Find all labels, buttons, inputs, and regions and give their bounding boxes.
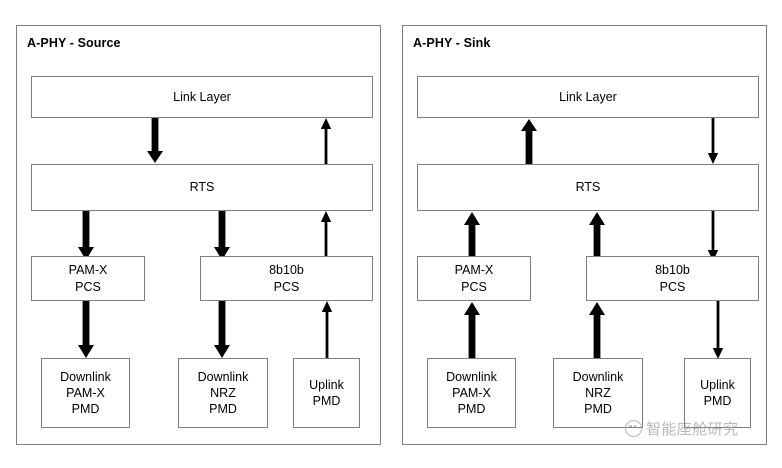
block-label-line1: Downlink <box>572 369 624 384</box>
arrow-pamx-pcs-to-downlink-pamx-pmd-source <box>76 301 96 359</box>
block-label-line2: PCS <box>659 279 686 294</box>
block-label-line2: PCS <box>461 279 487 294</box>
arrow-rts-to-link-layer-source <box>316 118 336 164</box>
arrow-pamx-pcs-to-rts-sink <box>462 211 482 261</box>
block-label-line2: PAM-X <box>452 385 491 400</box>
block-label-line1: Downlink <box>446 369 497 384</box>
block-label-line2: PMD <box>312 394 341 408</box>
block-label: RTS <box>189 180 215 195</box>
arrow-8b10b-pcs-to-rts-sink <box>587 211 607 261</box>
block-label-line2: NRZ <box>585 385 611 400</box>
block-uplink-pmd-sink: Uplink PMD <box>684 358 751 428</box>
block-label-line1: PAM-X <box>68 263 108 278</box>
block-label-line1: Downlink <box>197 369 249 384</box>
block-downlink-nrz-pmd-sink: Downlink NRZ PMD <box>553 358 643 428</box>
panel-title-sink: A-PHY - Sink <box>413 36 491 50</box>
arrow-rts-to-pamx-pcs-source <box>76 211 96 261</box>
block-8b10b-pcs-sink: 8b10b PCS <box>586 256 759 301</box>
block-8b10b-pcs-source: 8b10b PCS <box>200 256 373 301</box>
arrow-link-layer-to-rts-source <box>145 118 165 164</box>
arrow-uplink-pmd-to-8b10b-pcs-source <box>317 301 337 359</box>
block-label-line2: PMD <box>703 394 732 408</box>
arrow-rts-to-8b10b-pcs-sink <box>703 211 723 261</box>
arrow-8b10b-pcs-to-uplink-pmd-sink <box>708 301 728 359</box>
block-link-layer-sink: Link Layer <box>417 76 759 118</box>
block-label-line2: PCS <box>75 279 101 294</box>
block-rts-sink: RTS <box>417 164 759 211</box>
arrow-8b10b-pcs-to-downlink-nrz-pmd-source <box>212 301 232 359</box>
block-downlink-nrz-pmd-source: Downlink NRZ PMD <box>178 358 268 428</box>
block-label-line3: PMD <box>71 402 100 417</box>
arrow-downlink-nrz-pmd-to-8b10b-pcs-sink <box>587 301 607 359</box>
block-label-line1: 8b10b <box>269 263 304 278</box>
block-label-line2: NRZ <box>210 385 236 400</box>
arrow-8b10b-pcs-to-rts-source <box>316 211 336 261</box>
block-label-line2: PCS <box>273 279 300 294</box>
block-label: Link Layer <box>559 89 617 104</box>
arrow-downlink-pamx-pmd-to-pamx-pcs-sink <box>462 301 482 359</box>
block-label-line1: 8b10b <box>655 263 690 278</box>
block-label-line1: Uplink <box>700 377 735 392</box>
block-label-line1: Uplink <box>309 377 344 392</box>
block-pamx-pcs-sink: PAM-X PCS <box>417 256 531 301</box>
block-label-line1: Downlink <box>60 369 111 384</box>
block-pamx-pcs-source: PAM-X PCS <box>31 256 145 301</box>
panel-title-source: A-PHY - Source <box>27 36 121 50</box>
arrow-rts-to-link-layer-sink <box>519 118 539 164</box>
block-rts-source: RTS <box>31 164 373 211</box>
block-downlink-pamx-pmd-sink: Downlink PAM-X PMD <box>427 358 516 428</box>
block-label-line2: PAM-X <box>66 385 105 400</box>
block-downlink-pamx-pmd-source: Downlink PAM-X PMD <box>41 358 130 428</box>
block-label-line3: PMD <box>209 402 237 417</box>
block-label-line3: PMD <box>457 402 486 417</box>
arrow-link-layer-to-rts-sink <box>703 118 723 164</box>
block-link-layer-source: Link Layer <box>31 76 373 118</box>
block-label: RTS <box>575 180 601 195</box>
block-label: Link Layer <box>173 89 231 104</box>
block-label-line3: PMD <box>584 402 612 417</box>
arrow-rts-to-8b10b-pcs-source <box>212 211 232 261</box>
block-uplink-pmd-source: Uplink PMD <box>293 358 360 428</box>
block-label-line1: PAM-X <box>454 263 494 278</box>
